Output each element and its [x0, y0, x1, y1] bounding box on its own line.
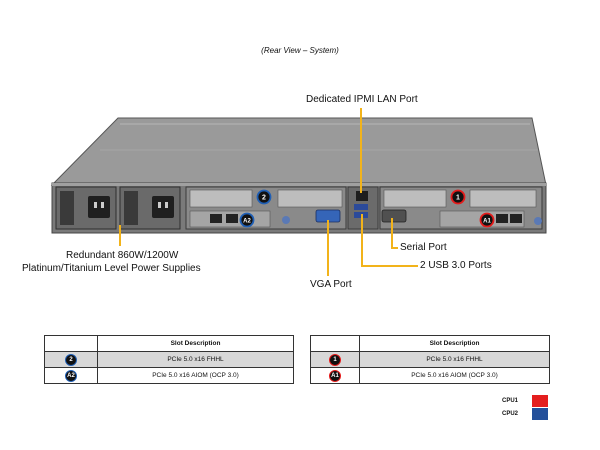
slot-2-bracket	[189, 189, 253, 208]
ipmi-port	[356, 191, 368, 201]
badge-slot-1: 1	[450, 189, 466, 205]
slot-badge: A2	[65, 369, 77, 382]
serial-port	[381, 209, 407, 223]
svg-text:A2: A2	[243, 218, 251, 224]
callout-serial-label: Serial Port	[400, 242, 447, 253]
badge-slot-a1: A1	[479, 212, 495, 228]
callout-line-serial	[391, 218, 398, 249]
diagram-caption: (Rear View – System)	[261, 46, 339, 55]
badge-slot-a2: A2	[239, 212, 255, 228]
slot-1-bracket	[469, 189, 537, 208]
power-supply-1	[55, 186, 117, 230]
svg-text:1: 1	[456, 195, 460, 202]
slot-badge: 2	[65, 353, 77, 366]
legend-cpu2-label: CPU2	[502, 411, 519, 417]
svg-text:2: 2	[262, 195, 266, 202]
table-row: A1 PCIe 5.0 x16 AIOM (OCP 3.0)	[310, 367, 550, 384]
svg-text:A1: A1	[483, 218, 491, 224]
badge-slot-2: 2	[256, 189, 272, 205]
slot-table-cpu1: Slot Description 1 PCIe 5.0 x16 FHHL A1 …	[310, 335, 550, 384]
usb-port-1	[354, 204, 368, 210]
slot-badge: 1	[329, 353, 341, 366]
callout-usb-label: 2 USB 3.0 Ports	[420, 260, 492, 271]
slot-badge: A1	[329, 369, 341, 382]
table-row: 1 PCIe 5.0 x16 FHHL	[310, 351, 550, 368]
table-header: Slot Description	[359, 335, 550, 352]
callout-ipmi-label: Dedicated IPMI LAN Port	[306, 94, 418, 105]
legend-cpu1-swatch	[532, 395, 548, 407]
power-supply-2	[119, 186, 181, 230]
callout-psu-label-1: Redundant 860W/1200W	[66, 250, 179, 261]
table-header: Slot Description	[97, 335, 294, 352]
slot-description: PCIe 5.0 x16 FHHL	[97, 351, 294, 368]
callout-lines	[119, 108, 418, 276]
callout-line-usb	[361, 214, 418, 267]
table-row: A2 PCIe 5.0 x16 AIOM (OCP 3.0)	[44, 367, 294, 384]
table-row: 2 PCIe 5.0 x16 FHHL	[44, 351, 294, 368]
legend-cpu1-label: CPU1	[502, 398, 519, 404]
slot-description: PCIe 5.0 x16 AIOM (OCP 3.0)	[359, 367, 550, 384]
chassis-top-cover	[50, 117, 547, 186]
legend-cpu2-swatch	[532, 408, 548, 420]
slot-table-cpu2: Slot Description 2 PCIe 5.0 x16 FHHL A2 …	[44, 335, 294, 384]
callout-psu-label-2: Platinum/Titanium Level Power Supplies	[22, 263, 201, 274]
callout-vga-label: VGA Port	[310, 279, 352, 290]
slot-description: PCIe 5.0 x16 AIOM (OCP 3.0)	[97, 367, 294, 384]
slot-description: PCIe 5.0 x16 FHHL	[359, 351, 550, 368]
